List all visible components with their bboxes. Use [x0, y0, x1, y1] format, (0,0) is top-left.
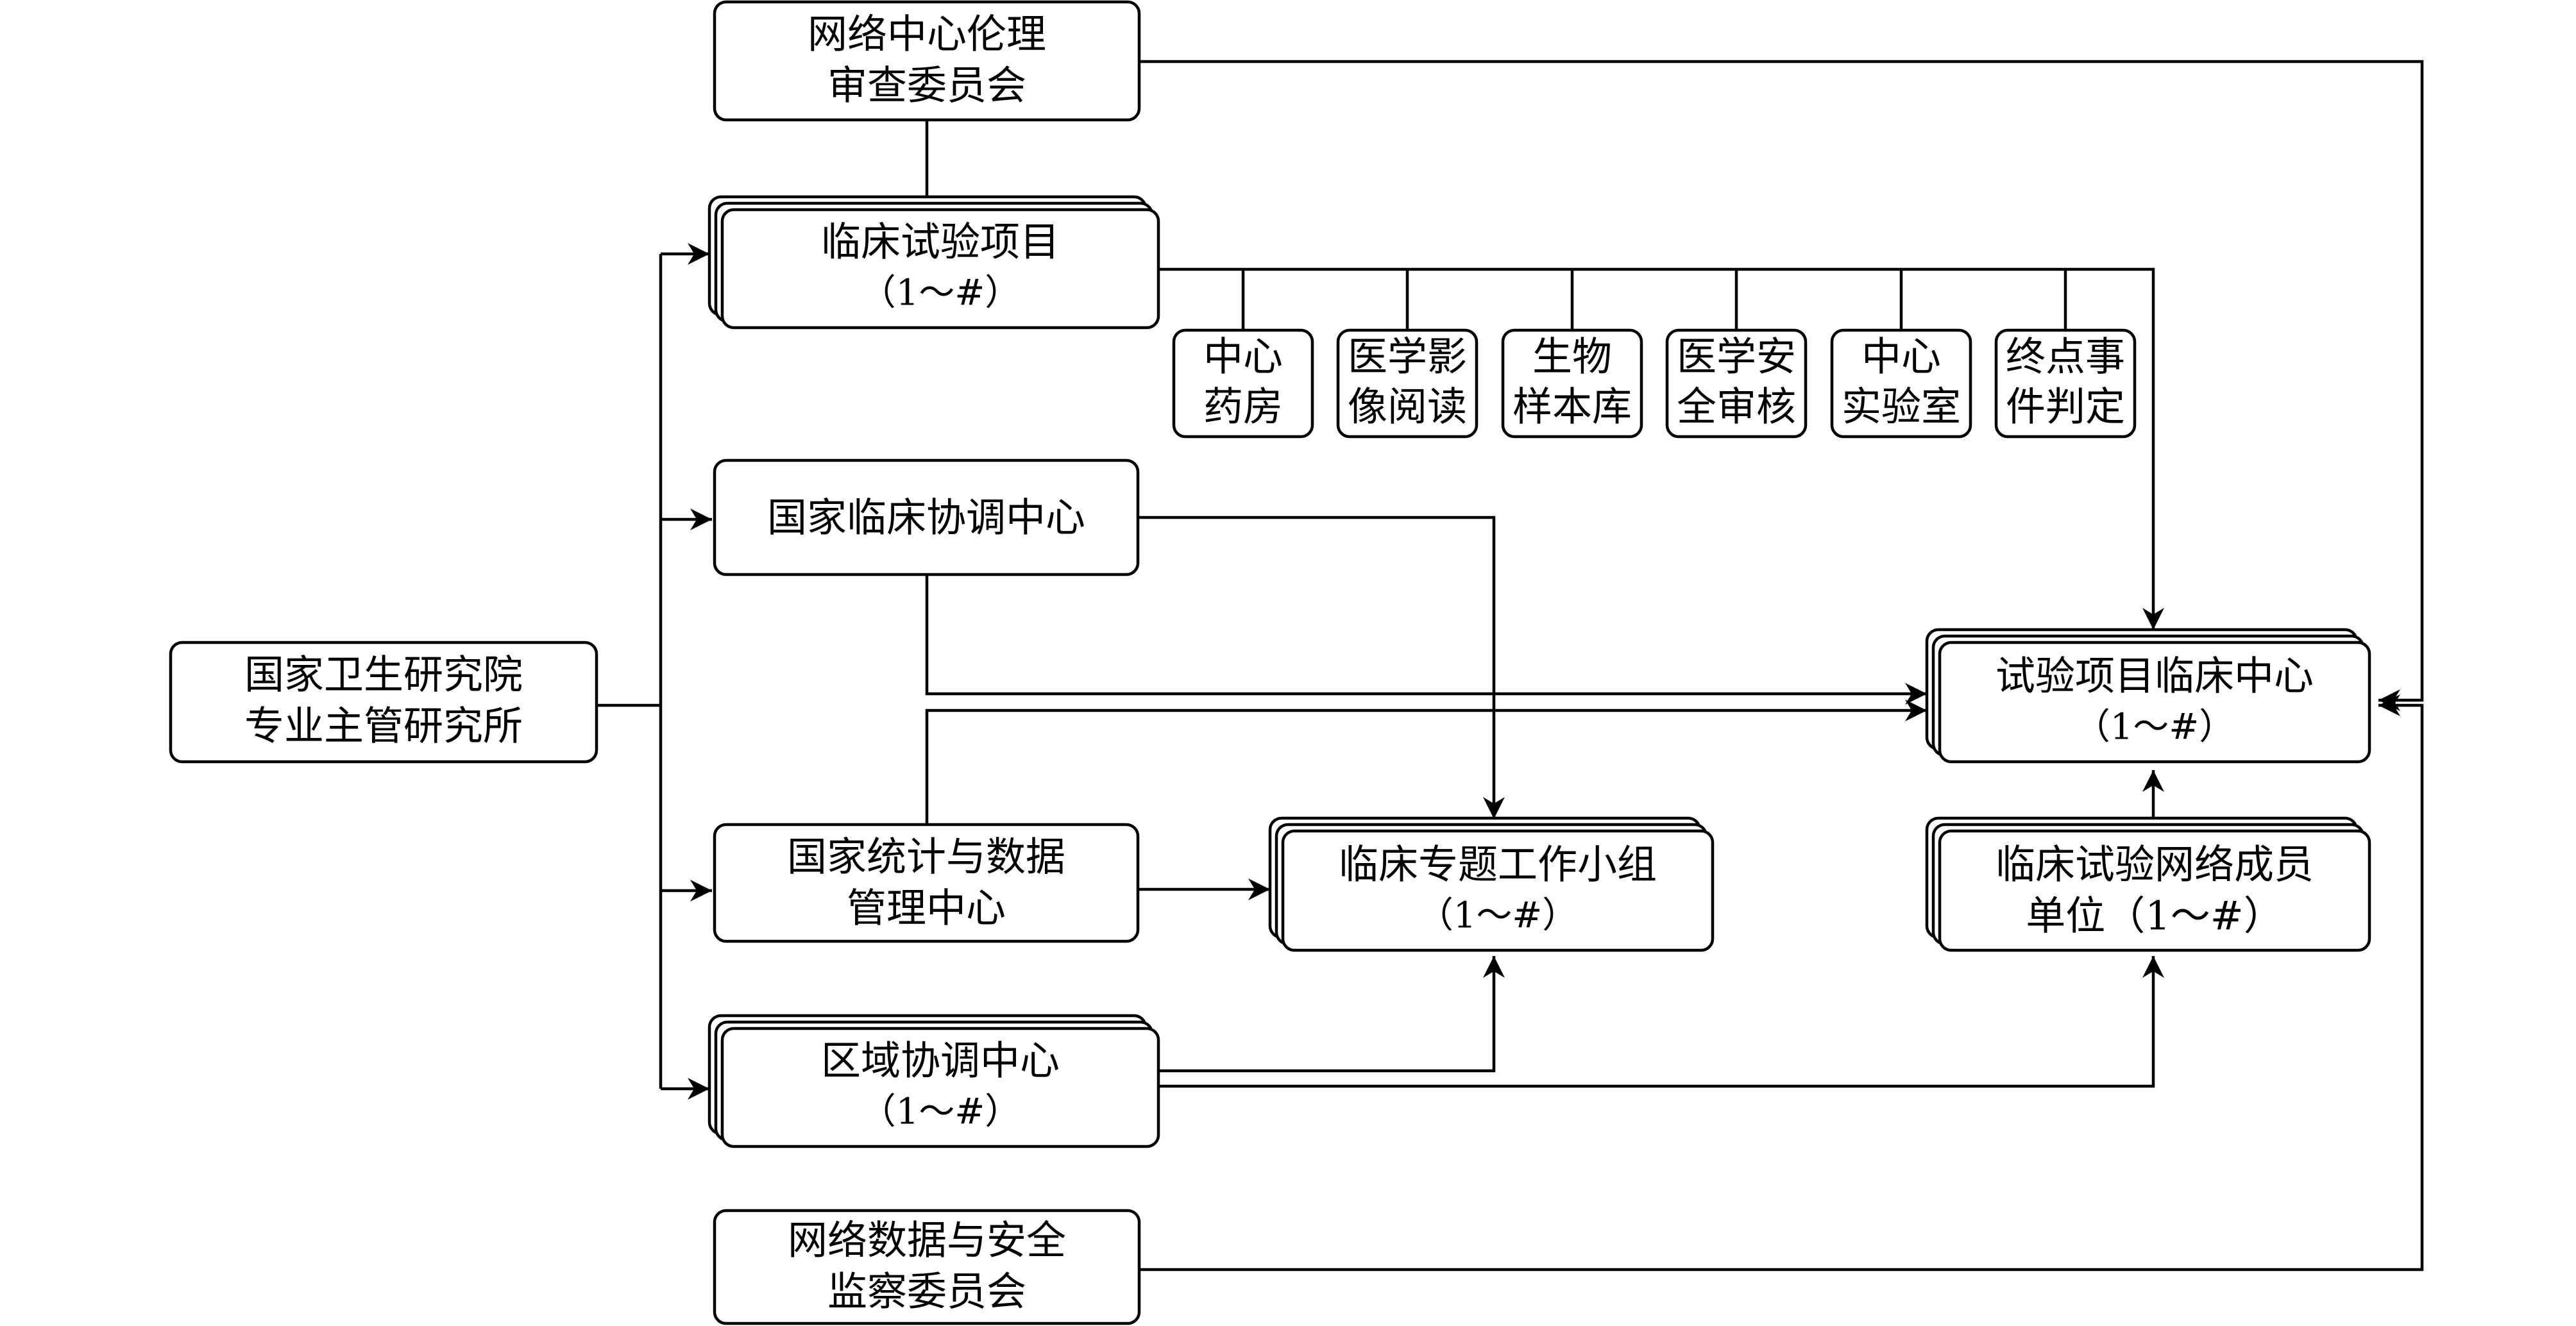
node-national-coordination-center-line-1: 国家临床协调中心	[767, 494, 1085, 541]
node-trial-project-line-1: 临床试验项目	[821, 219, 1060, 265]
node-data-safety-monitoring-board-box	[713, 1209, 1141, 1325]
node-endpoint-adjudication-line-1: 终点事	[2006, 333, 2125, 380]
node-medical-safety-line-1: 医学安	[1677, 333, 1796, 380]
edge-national-coord-to-topic-group	[1138, 516, 1505, 819]
edge-regional-coord-to-member-unit	[1158, 956, 2164, 1088]
node-institute-line-2: 专业主管研究所	[244, 703, 523, 750]
node-ethics-committee-line-1: 网络中心伦理	[808, 11, 1046, 58]
node-medical-safety-line-2: 全审核	[1677, 383, 1796, 430]
node-biobank-box	[1501, 328, 1643, 439]
edge-stats-data-to-project-center	[925, 700, 1927, 825]
node-network-member-unit: 临床试验网络成员 单位（1～#）	[1925, 816, 2371, 952]
node-regional-coordination-center-box	[720, 1027, 1160, 1148]
node-central-pharmacy-line-1: 中心	[1203, 333, 1283, 380]
node-project-clinical-center-line-1: 试验项目临床中心	[1996, 653, 2314, 700]
node-network-member-unit-line-1: 临床试验网络成员	[1996, 841, 2314, 888]
node-regional-coordination-center: 区域协调中心 （1～#）	[708, 1014, 1160, 1148]
node-institute-line-1: 国家卫生研究院	[244, 651, 523, 698]
node-medical-imaging-box	[1336, 328, 1479, 439]
node-national-coordination-center-box	[713, 458, 1140, 576]
node-institute-box	[169, 641, 598, 764]
node-central-lab-line-2: 实验室	[1842, 383, 1961, 430]
node-ethics-committee: 网络中心伦理 审查委员会	[713, 0, 1141, 122]
node-data-safety-monitoring-board: 网络数据与安全 监察委员会	[713, 1209, 1141, 1325]
node-data-safety-monitoring-board-line-2: 监察委员会	[827, 1268, 1026, 1315]
node-trial-project-line-2: （1～#）	[860, 273, 1021, 314]
node-central-pharmacy-box	[1172, 328, 1314, 439]
node-endpoint-adjudication: 终点事 件判定	[1994, 328, 2137, 439]
node-endpoint-adjudication-line-2: 件判定	[2006, 383, 2125, 430]
edge-trial-project-to-project-center	[1158, 267, 2164, 630]
node-medical-safety-box	[1665, 328, 1808, 439]
node-central-lab-line-1: 中心	[1861, 333, 1941, 380]
node-clinical-topic-group: 临床专题工作小组 （1～#）	[1268, 816, 1715, 952]
node-medical-imaging-line-2: 像阅读	[1348, 383, 1467, 430]
edge-ethics-to-project-center	[1139, 60, 2424, 711]
edge-regional-coord-to-topic-group	[1158, 956, 1505, 1073]
node-regional-coordination-center-line-2: （1～#）	[860, 1091, 1021, 1133]
node-stats-data-center: 国家统计与数据 管理中心	[713, 823, 1140, 943]
node-central-pharmacy: 中心 药房	[1172, 328, 1314, 439]
node-stats-data-center-box	[713, 823, 1140, 943]
node-network-member-unit-line-2: 单位（1～#）	[2026, 893, 2283, 939]
node-network-member-unit-box	[1938, 829, 2371, 952]
node-data-safety-monitoring-board-line-1: 网络数据与安全	[788, 1217, 1066, 1264]
node-ethics-committee-box	[713, 0, 1141, 122]
node-central-lab-box	[1830, 328, 1972, 439]
node-medical-imaging: 医学影 像阅读	[1336, 328, 1479, 439]
node-medical-imaging-line-1: 医学影	[1348, 333, 1467, 380]
node-project-clinical-center-box	[1938, 641, 2371, 764]
node-biobank-line-1: 生物	[1532, 333, 1612, 380]
node-clinical-topic-group-line-2: （1～#）	[1418, 895, 1579, 937]
node-project-clinical-center-line-2: （1～#）	[2074, 707, 2235, 748]
node-clinical-topic-group-line-1: 临床专题工作小组	[1339, 841, 1657, 888]
edge-national-coord-to-project-center	[925, 575, 1927, 705]
node-biobank-line-2: 样本库	[1513, 383, 1632, 430]
node-biobank: 生物 样本库	[1501, 328, 1643, 439]
connectors	[597, 60, 2424, 1271]
node-trial-project-box	[720, 208, 1160, 330]
node-stats-data-center-line-1: 国家统计与数据	[787, 834, 1065, 880]
node-endpoint-adjudication-box	[1994, 328, 2137, 439]
node-regional-coordination-center-line-1: 区域协调中心	[821, 1037, 1060, 1084]
node-national-coordination-center: 国家临床协调中心	[713, 458, 1140, 576]
node-ethics-committee-line-2: 审查委员会	[827, 62, 1026, 109]
node-institute: 国家卫生研究院 专业主管研究所	[169, 641, 598, 764]
node-trial-project: 临床试验项目 （1～#）	[708, 195, 1160, 330]
edge-dsmb-to-project-center	[1139, 694, 2424, 1271]
node-central-lab: 中心 实验室	[1830, 328, 1972, 439]
node-stats-data-center-line-2: 管理中心	[847, 885, 1006, 932]
node-medical-safety: 医学安 全审核	[1665, 328, 1808, 439]
node-clinical-topic-group-box	[1281, 829, 1715, 952]
diagram-nodes: 国家卫生研究院 专业主管研究所 网络中心伦理 审查委员会 临床试验项目 （1～#…	[169, 0, 2371, 1325]
node-project-clinical-center: 试验项目临床中心 （1～#）	[1925, 628, 2371, 764]
node-central-pharmacy-line-2: 药房	[1203, 383, 1283, 430]
